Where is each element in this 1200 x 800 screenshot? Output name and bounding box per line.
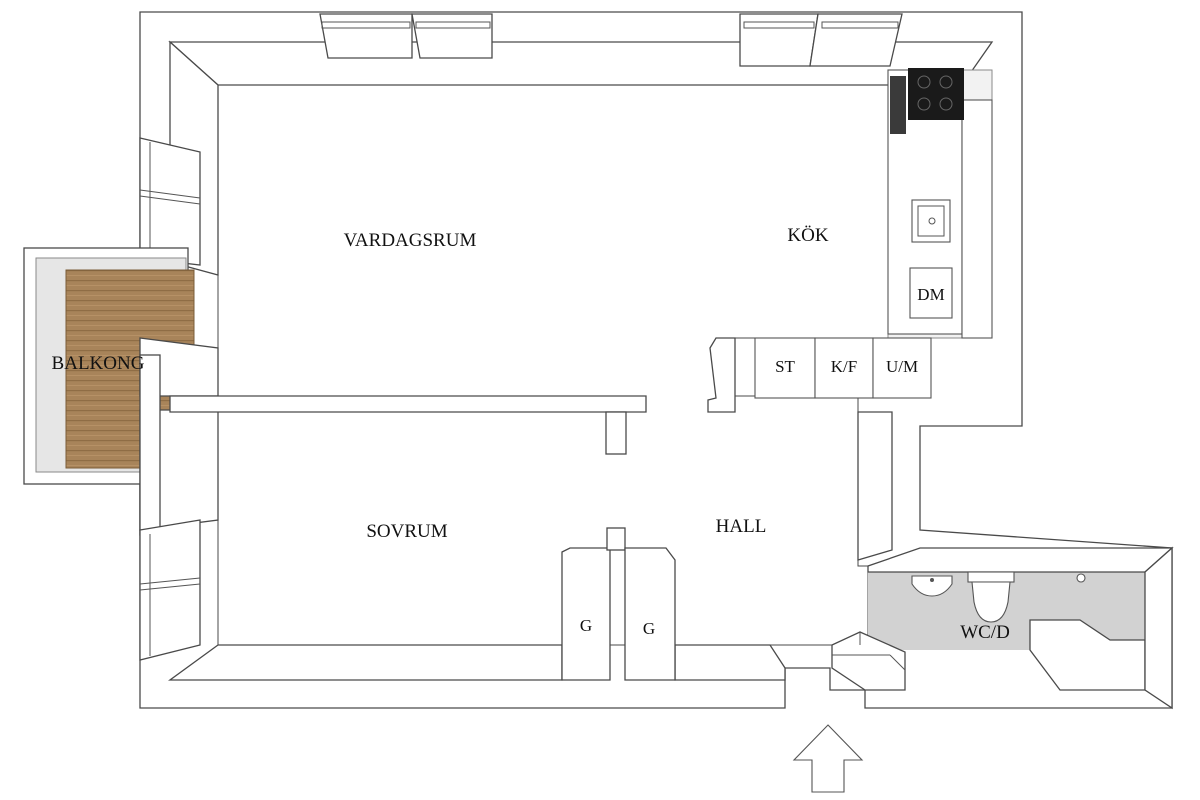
fixture-label-kf: K/F xyxy=(831,357,857,376)
room-label-vardagsrum: VARDAGSRUM xyxy=(344,230,477,251)
left-windows-top xyxy=(139,137,201,266)
balcony-door xyxy=(139,337,219,536)
room-label-kok: KÖK xyxy=(787,225,828,246)
fixture-label-wardrobe-1: G xyxy=(580,616,592,635)
wet-room xyxy=(867,546,1174,710)
top-windows xyxy=(319,13,903,67)
fixture-label-um: U/M xyxy=(886,357,918,376)
entrance-arrow xyxy=(792,724,864,793)
entrance-steps xyxy=(831,631,906,691)
kitchen-appliances xyxy=(707,337,932,413)
left-windows-bottom xyxy=(139,519,201,661)
fixture-label-st: ST xyxy=(775,357,795,376)
wardrobes xyxy=(561,527,676,681)
room-label-balkong: BALKONG xyxy=(52,353,145,374)
kitchen-counter xyxy=(887,68,993,339)
bottom-wall-depth xyxy=(168,644,786,681)
fixture-label-wardrobe-2: G xyxy=(643,619,655,638)
room-label-sovrum: SOVRUM xyxy=(366,521,447,542)
partition-wall xyxy=(169,395,647,455)
room-label-wc: WC/D xyxy=(960,622,1010,643)
fixture-label-dm: DM xyxy=(917,285,944,304)
room-label-hall: HALL xyxy=(716,516,767,537)
hall-wc-wall xyxy=(857,411,893,561)
